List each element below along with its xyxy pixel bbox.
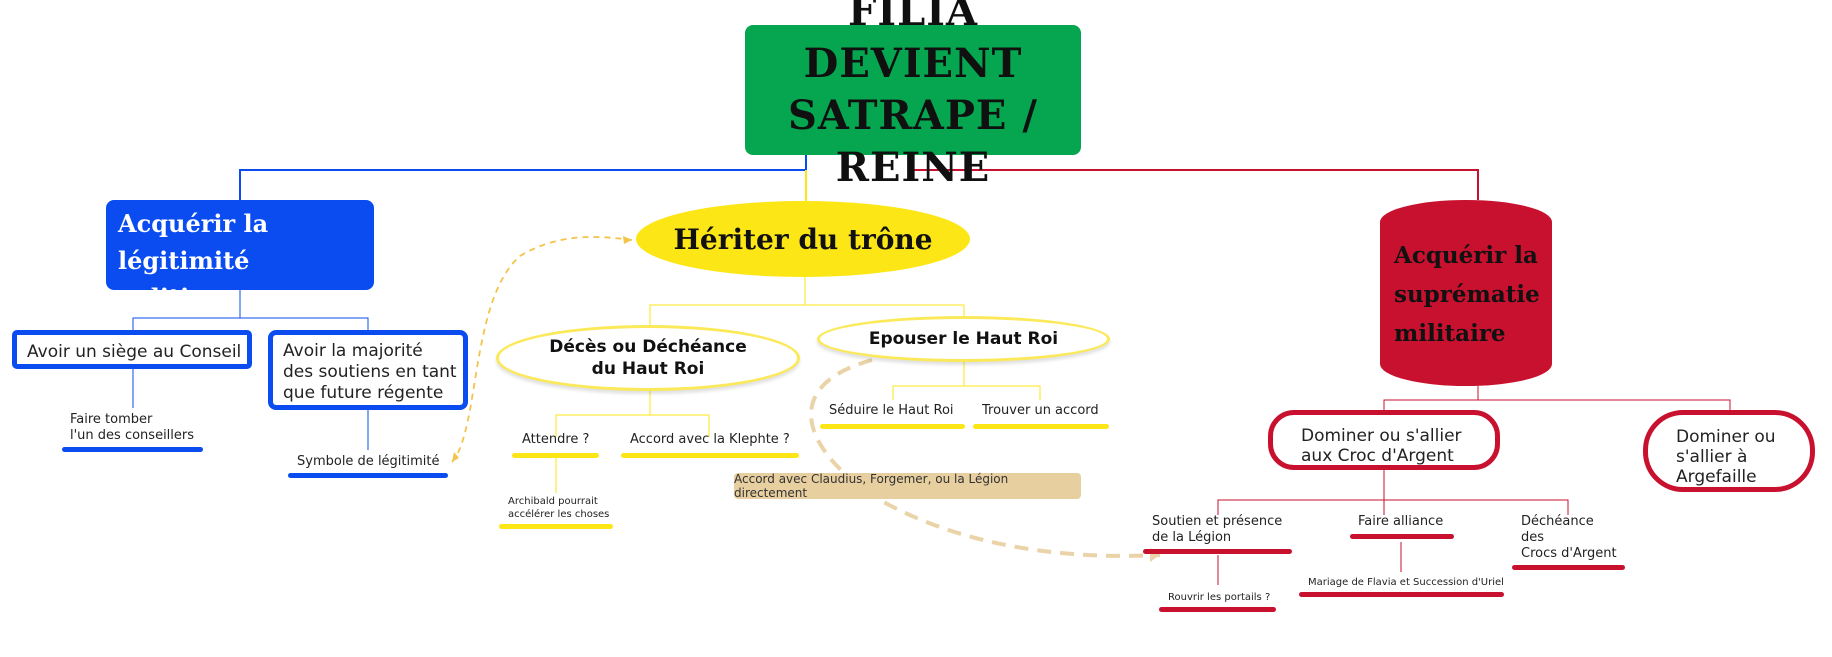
underline [1159,607,1276,612]
underline [820,424,965,429]
subtopic-legitimacy-symbol[interactable]: Symbole de légitimité [297,454,440,469]
topic-croc-argent[interactable]: Dominer ou s'allier aux Croc d'Argent [1268,410,1500,470]
underline [288,473,448,478]
subtopic-flavia-wedding[interactable]: Mariage de Flavia et Succession d'Uriel [1308,577,1504,588]
underline [1350,534,1454,539]
underline [1143,549,1292,554]
subtopic-find-agreement[interactable]: Trouver un accord [982,403,1099,418]
subtopic-make-alliance[interactable]: Faire alliance [1358,514,1444,529]
callout-agreement-options[interactable]: Accord avec Claudius, Forgemer, ou la Lé… [734,472,1081,500]
subtopic-reopen-portals[interactable]: Rouvrir les portails ? [1168,592,1271,603]
branch-legitimacy[interactable]: Acquérir la légitimité politique [106,200,374,312]
topic-marry-high-king[interactable]: Epouser le Haut Roi [817,316,1110,362]
subtopic-archibald[interactable]: Archibald pourrait accélérer les choses [508,496,610,520]
central-topic[interactable]: FILIA DEVIENT SATRAPE / REINE [745,0,1081,191]
topic-death-or-downfall[interactable]: Décès ou Déchéance du Haut Roi [496,325,800,391]
subtopic-legion-support[interactable]: Soutien et présence de la Légion [1152,514,1283,545]
topic-argefaille[interactable]: Dominer ou s'allier à Argefaille [1643,410,1815,492]
subtopic-seduce-king[interactable]: Séduire le Haut Roi [829,403,954,418]
branch-inherit-throne[interactable]: Hériter du trône [636,201,970,277]
underline [62,447,203,452]
underline [499,524,613,529]
topic-majority-support[interactable]: Avoir la majorité des soutiens en tant q… [268,330,468,410]
underline [512,453,599,458]
topic-conseil-seat[interactable]: Avoir un siège au Conseil [12,330,252,369]
subtopic-wait[interactable]: Attendre ? [522,432,590,447]
branch-military-supremacy[interactable]: Acquérir la suprématie militaire [1380,200,1552,386]
underline [1299,592,1504,597]
subtopic-crocs-downfall[interactable]: Déchéance des Crocs d'Argent [1521,514,1617,561]
subtopic-overthrow-councillor[interactable]: Faire tomber l'un des conseillers [70,412,195,443]
underline [621,453,799,458]
subtopic-klephte-agreement[interactable]: Accord avec la Klephte ? [630,432,790,447]
underline [1512,565,1625,570]
underline [973,424,1109,429]
